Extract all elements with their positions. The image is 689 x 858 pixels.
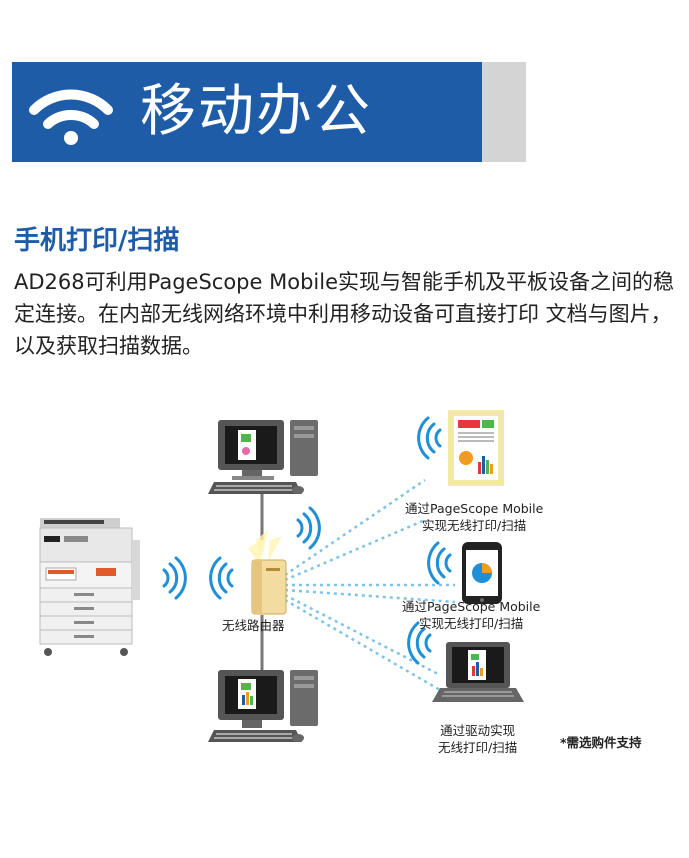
wifi-icon-router-left — [209, 556, 234, 600]
desktop-bottom — [208, 670, 318, 742]
section-heading: 手机打印/扫描 — [14, 226, 180, 256]
wifi-icon-tablet — [417, 416, 442, 460]
laptop-label: 通过驱动实现 无线打印/扫描 — [438, 723, 518, 755]
desktop-top — [208, 420, 318, 494]
beam-to-laptop — [284, 593, 441, 677]
beam-to-tablet — [284, 478, 426, 577]
wifi-icon-copier — [162, 556, 187, 600]
laptop-device — [432, 642, 524, 702]
wireless-router — [248, 530, 287, 615]
banner: 移动办公 — [12, 62, 526, 162]
wifi-icon-phone — [427, 541, 452, 585]
tablet-label: 通过PageScope Mobile 实现无线打印/扫描 — [405, 501, 544, 533]
beam-to-phone-2 — [284, 588, 456, 604]
diagram-graphics — [39, 410, 524, 742]
optional-note: *需选购件支持 — [560, 735, 642, 750]
tablet-device — [448, 410, 504, 486]
wireless-beams — [284, 478, 456, 692]
phone-label: 通过PageScope Mobile 实现无线打印/扫描 — [402, 599, 541, 631]
wifi-icon-laptop — [407, 621, 432, 665]
smartphone-device — [462, 542, 502, 604]
beam-to-tablet-2 — [284, 518, 426, 582]
banner-title: 移动办公 — [140, 79, 372, 144]
wifi-icon-router-right — [296, 506, 321, 550]
router-label: 无线路由器 — [222, 618, 285, 633]
wifi-waves — [162, 416, 452, 665]
wifi-icon — [29, 89, 113, 145]
banner-blue-panel: 移动办公 — [12, 62, 482, 162]
beam-to-laptop-2 — [284, 598, 441, 692]
copier-machine — [39, 518, 140, 656]
body-text: AD268可利用PageScope Mobile实现与智能手机及平板设备之间的稳… — [14, 270, 674, 358]
network-diagram: 无线路由器 通过PageScope Mobile 实现无线打印/扫描 通过Pag… — [0, 390, 689, 770]
